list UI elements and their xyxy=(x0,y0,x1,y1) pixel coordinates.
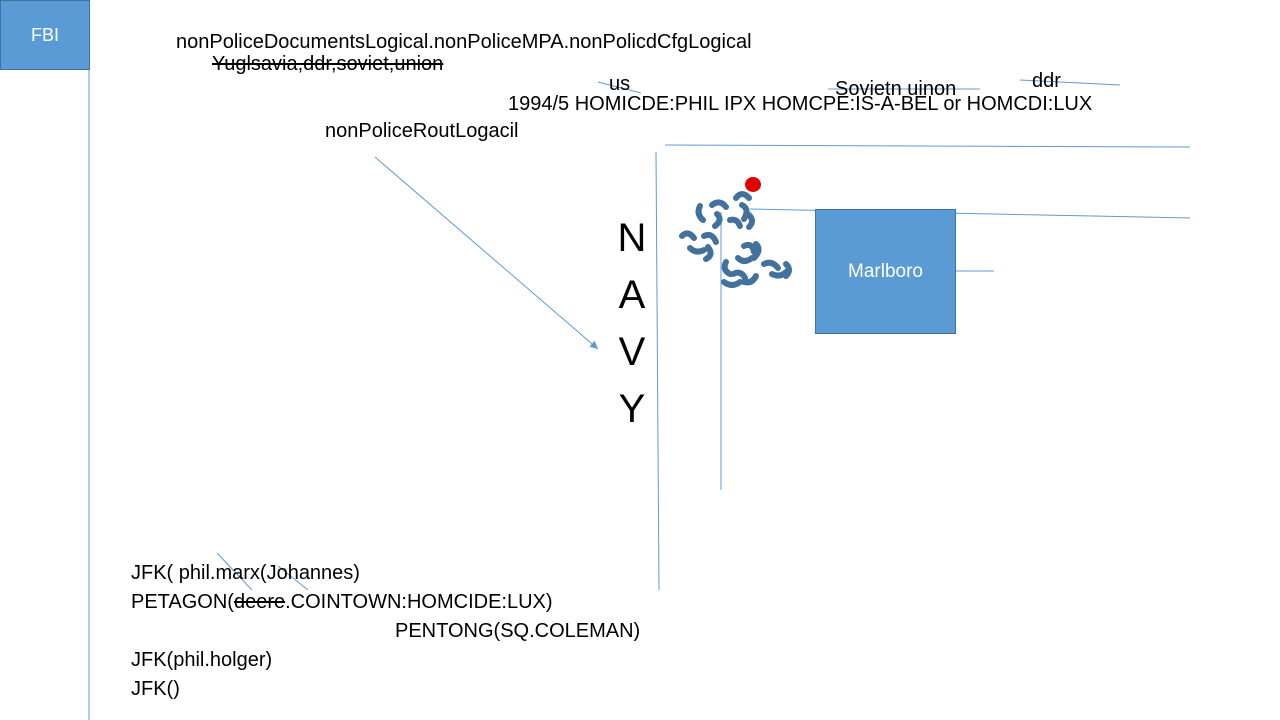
struck-country-list: Yuglsavia,ddr,soviet,union xyxy=(212,53,444,75)
red-dot-marker xyxy=(745,177,761,192)
jfk-empty-line: JFK() xyxy=(131,678,180,700)
jfk-scratch-line-1 xyxy=(216,552,253,591)
pentong-line: PENTONG(SQ.COLEMAN) xyxy=(395,620,641,642)
petagon-suffix: .COINTOWN:HOMCIDE:LUX) xyxy=(285,591,553,613)
ddr-strike-line xyxy=(1019,79,1121,86)
soviet-union-label: Sovietn uinon xyxy=(835,78,957,100)
jfk-marx-line: JFK( phil.marx(Johannes) xyxy=(131,562,360,584)
jfk-scratch-line-2 xyxy=(277,565,309,591)
navy-letter: Y xyxy=(618,387,646,431)
jfk-holger-line: JFK(phil.holger) xyxy=(131,649,273,671)
top-horizontal-line xyxy=(664,144,1191,148)
marlboro-box: Marlboro xyxy=(815,209,956,334)
us-label: us xyxy=(609,73,631,95)
fbi-box: FBI xyxy=(0,0,90,70)
scribble-cluster xyxy=(679,191,792,288)
homicide-line: 1994/5 HOMICDE:PHIL IPX HOMCPE:IS-A-BEL … xyxy=(508,93,1093,115)
us-strike-line xyxy=(597,81,642,94)
petagon-line: PETAGON(deere.COINTOWN:HOMCIDE:LUX) xyxy=(131,590,553,614)
navy-letter: N xyxy=(617,216,647,260)
petagon-struck-word: deere xyxy=(233,591,286,613)
route-label: nonPoliceRoutLogacil xyxy=(325,120,519,142)
navy-letter: V xyxy=(618,330,646,374)
fbi-label: FBI xyxy=(30,24,59,45)
marlboro-label: Marlboro xyxy=(848,260,923,282)
ddr-label: ddr xyxy=(1032,70,1061,92)
navy-label: N A V Y xyxy=(614,210,650,438)
petagon-prefix: PETAGON( xyxy=(131,591,234,613)
navy-letter: A xyxy=(618,273,646,317)
header-logical-path: nonPoliceDocumentsLogical.nonPoliceMPA.n… xyxy=(176,31,752,53)
navy-vertical-line xyxy=(655,151,660,591)
route-arrow xyxy=(374,156,599,350)
